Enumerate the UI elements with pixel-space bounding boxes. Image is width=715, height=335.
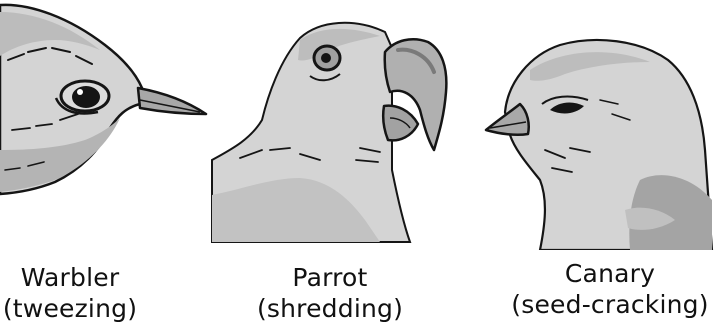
canary-caption: Canary (seed-cracking) — [505, 258, 715, 320]
parrot-name: Parrot — [240, 262, 420, 293]
warbler-caption: Warbler (tweezing) — [0, 262, 140, 324]
warbler-head — [0, 5, 206, 194]
warbler-name: Warbler — [0, 262, 140, 293]
warbler-beak-use: (tweezing) — [0, 293, 140, 324]
parrot-beak-use: (shredding) — [240, 293, 420, 324]
bird-illustrations — [0, 0, 715, 250]
parrot-beak-lower — [383, 106, 418, 141]
canary-head — [486, 40, 712, 250]
parrot-head — [212, 23, 446, 242]
canary-beak-use: (seed-cracking) — [505, 289, 715, 320]
parrot-caption: Parrot (shredding) — [240, 262, 420, 324]
canary-name: Canary — [505, 258, 715, 289]
